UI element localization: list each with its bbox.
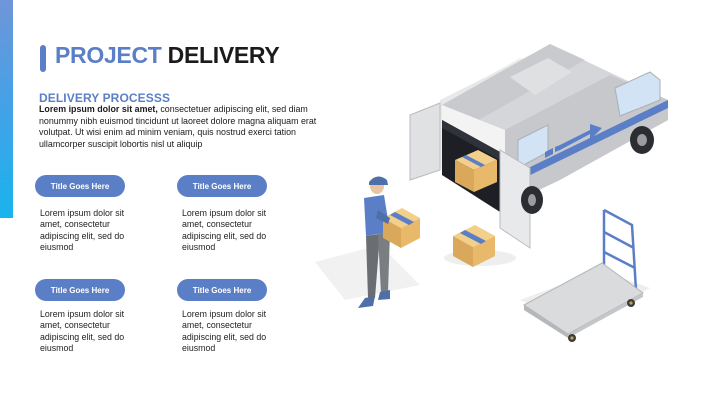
- side-accent-bar: [0, 0, 13, 218]
- title-word-delivery: DELIVERY: [167, 42, 280, 68]
- cardboard-box-icon: [444, 225, 516, 267]
- card-1-title: Title Goes Here: [35, 175, 125, 197]
- intro-paragraph: Lorem ipsum dolor sit amet, consectetuer…: [39, 104, 324, 150]
- card-4-title: Title Goes Here: [177, 279, 267, 301]
- card-3-text: Lorem ipsum dolor sit amet, consectetur …: [40, 309, 125, 353]
- card-2-title: Title Goes Here: [177, 175, 267, 197]
- card-2-text: Lorem ipsum dolor sit amet, consectetur …: [182, 208, 267, 252]
- delivery-van-icon: [409, 44, 668, 249]
- intro-bold: Lorem ipsum dolor sit amet,: [39, 104, 158, 114]
- card-1-text: Lorem ipsum dolor sit amet, consectetur …: [40, 208, 125, 252]
- courier-person-icon: [315, 176, 420, 308]
- title-accent-bar: [40, 45, 46, 72]
- hand-truck-icon: [520, 208, 650, 342]
- card-4-text: Lorem ipsum dolor sit amet, consectetur …: [182, 309, 267, 353]
- intro-body: consectetuer adipiscing elit, sed diam n…: [39, 104, 317, 149]
- page-title: PROJECT DELIVERY: [55, 42, 280, 69]
- delivery-illustration: [315, 44, 668, 342]
- card-3-title: Title Goes Here: [35, 279, 125, 301]
- section-subtitle: DELIVERY PROCESSS: [39, 91, 171, 105]
- title-word-project: PROJECT: [55, 42, 162, 68]
